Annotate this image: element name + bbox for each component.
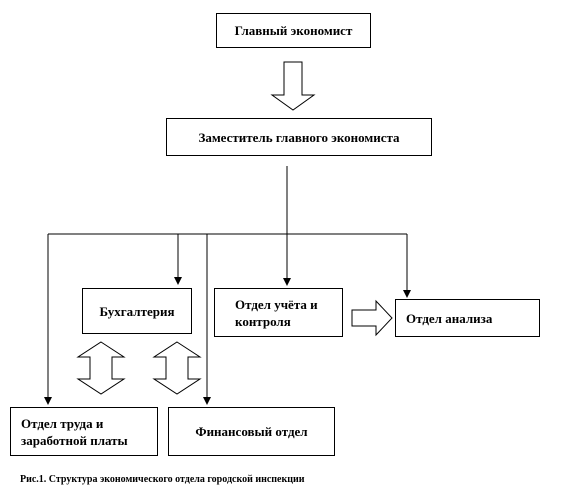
accounting-box: Бухгалтерия [82,288,192,334]
labor-wages-label: Отдел труда и заработной платы [21,415,128,448]
deputy-label: Заместитель главного экономиста [198,129,400,145]
analysis-label: Отдел анализа [406,310,493,326]
hollow-down-arrow [270,61,316,111]
figure-caption: Рис.1. Структура экономического отдела г… [20,474,305,485]
finance-box: Финансовый отдел [168,407,335,456]
hollow-right-arrow [351,299,393,337]
labor-wages-box: Отдел труда и заработной платы [10,407,158,456]
double-arrow-right [152,341,202,395]
accounting-control-label: Отдел учёта и контроля [235,296,318,329]
chief-economist-box: Главный экономист [216,13,371,48]
double-arrow-left [76,341,126,395]
accounting-control-box: Отдел учёта и контроля [214,288,343,337]
deputy-box: Заместитель главного экономиста [166,118,432,156]
accounting-label: Бухгалтерия [99,303,175,319]
finance-label: Финансовый отдел [195,424,308,439]
analysis-box: Отдел анализа [395,299,540,337]
chief-economist-label: Главный экономист [234,23,353,38]
